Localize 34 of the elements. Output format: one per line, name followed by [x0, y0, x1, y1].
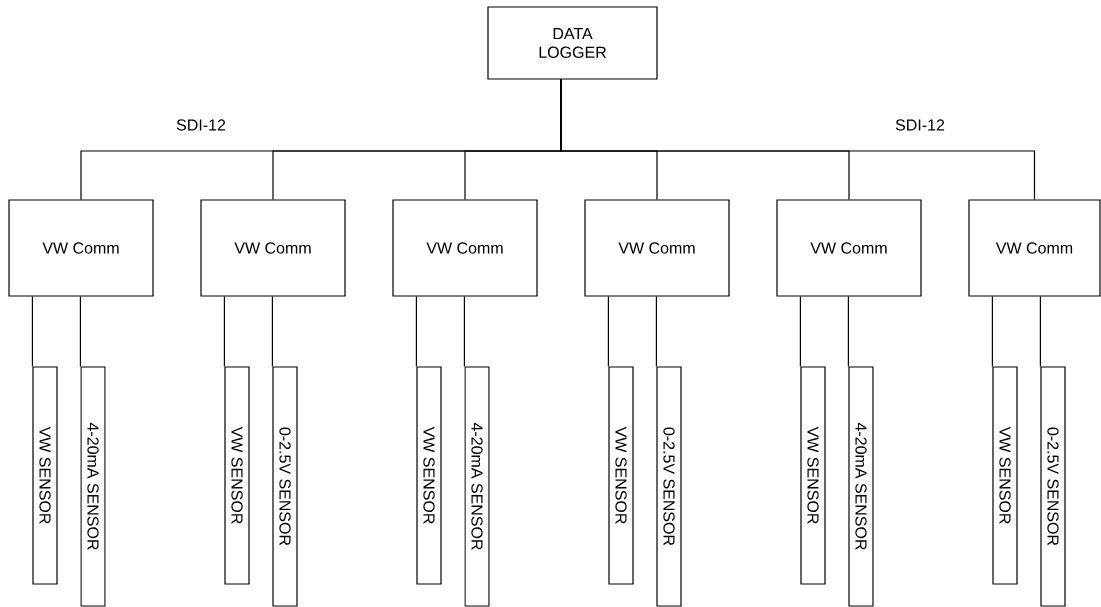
interface-box: VW Comm: [392, 199, 538, 297]
sensor-box: VW SENSOR: [800, 366, 826, 585]
sensor-box: VW SENSOR: [32, 366, 58, 585]
connector-line: [415, 296, 417, 367]
connector-line: [271, 296, 273, 367]
logger-box: DATA LOGGER: [487, 6, 658, 80]
sensor-box: VW SENSOR: [992, 366, 1018, 585]
interface-box: VW Comm: [776, 199, 922, 297]
connector-line: [31, 296, 33, 367]
connector-line: [223, 296, 225, 367]
sensor-box: 0-2.5V SENSOR: [1040, 366, 1066, 607]
sensor-box: VW SENSOR: [224, 366, 250, 585]
bus-label: SDI-12: [895, 119, 945, 131]
interface-box: VW Comm: [584, 199, 730, 297]
connector-line: [655, 296, 657, 367]
bus-label: SDI-12: [176, 119, 226, 131]
connector-line: [607, 296, 609, 367]
connector-line: [847, 296, 849, 367]
interface-box: VW Comm: [8, 199, 154, 297]
sensor-box: 0-2.5V SENSOR: [272, 366, 298, 607]
connector-line: [560, 79, 1036, 200]
sensor-box: VW SENSOR: [608, 366, 634, 585]
connector-line: [1039, 296, 1041, 367]
connector-line: [79, 296, 81, 367]
sensor-box: 4-20mA SENSOR: [80, 366, 106, 607]
sensor-box: 0-2.5V SENSOR: [656, 366, 682, 607]
interface-box: VW Comm: [200, 199, 346, 297]
connector-line: [991, 296, 993, 367]
connector-line: [799, 296, 801, 367]
sensor-box: VW SENSOR: [416, 366, 442, 585]
sensor-box: 4-20mA SENSOR: [848, 366, 874, 607]
sensor-box: 4-20mA SENSOR: [464, 366, 490, 607]
connector-line: [463, 296, 465, 367]
interface-box: VW Comm: [968, 199, 1101, 297]
